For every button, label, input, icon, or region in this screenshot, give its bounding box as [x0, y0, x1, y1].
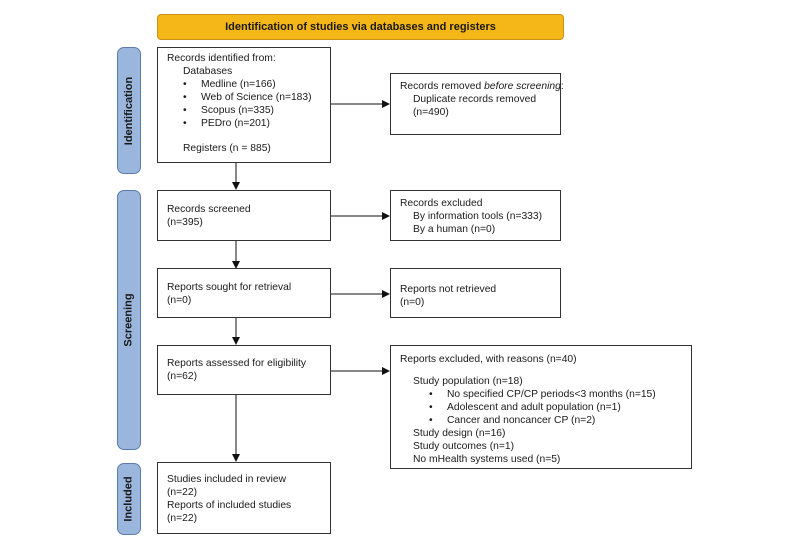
database-item: Web of Science (n=183)	[167, 91, 322, 104]
assessed-count: (n=62)	[167, 371, 198, 382]
reports-included-label: Reports of included studies	[167, 500, 292, 511]
records-excluded-box: Records excluded By information tools (n…	[390, 190, 561, 241]
studies-included-count: (n=22)	[167, 487, 198, 498]
excluded-item: By information tools (n=333)	[413, 211, 543, 222]
duplicate-label: Duplicate records removed	[413, 94, 537, 105]
population-item: Cancer and noncancer CP (n=2)	[400, 414, 683, 427]
records-screened-box: Records screened (n=395)	[157, 190, 331, 241]
study-design: Study design (n=16)	[413, 428, 506, 439]
reports-included-count: (n=22)	[167, 513, 198, 524]
header-title: Identification of studies via databases …	[225, 21, 496, 33]
header-banner: Identification of studies via databases …	[157, 14, 564, 40]
identified-title: Records identified from:	[167, 53, 276, 64]
records-identified-box: Records identified from: Databases Medli…	[157, 47, 331, 163]
records-removed-box: Records removed before screening: Duplic…	[390, 73, 564, 135]
reports-sought-box: Reports sought for retrieval (n=0)	[157, 268, 331, 318]
not-retrieved-title: Reports not retrieved	[400, 284, 497, 295]
database-item: Medline (n=166)	[167, 78, 322, 91]
studies-included-box: Studies included in review (n=22) Report…	[157, 462, 331, 534]
phase-included: Included	[117, 463, 141, 535]
not-retrieved-count: (n=0)	[400, 297, 425, 308]
databases-label: Databases	[183, 66, 233, 77]
study-population: Study population (n=18)	[413, 376, 523, 387]
population-item: Adolescent and adult population (n=1)	[400, 401, 683, 414]
population-item: No specified CP/CP periods<3 months (n=1…	[400, 388, 683, 401]
screened-title: Records screened	[167, 204, 251, 215]
sought-title: Reports sought for retrieval	[167, 282, 292, 293]
assessed-title: Reports assessed for eligibility	[167, 358, 307, 369]
duplicate-count: (n=490)	[413, 107, 449, 118]
registers-count: Registers (n = 885)	[183, 143, 271, 154]
excluded-item: By a human (n=0)	[413, 224, 496, 235]
study-outcomes: Study outcomes (n=1)	[413, 441, 515, 452]
excluded-title: Records excluded	[400, 198, 483, 209]
sought-count: (n=0)	[167, 295, 192, 306]
reports-not-retrieved-box: Reports not retrieved (n=0)	[390, 268, 561, 318]
no-mhealth: No mHealth systems used (n=5)	[413, 454, 561, 465]
database-item: PEDro (n=201)	[167, 117, 322, 130]
screened-count: (n=395)	[167, 217, 203, 228]
phase-screening: Screening	[117, 190, 141, 450]
database-item: Scopus (n=335)	[167, 104, 322, 117]
reports-assessed-box: Reports assessed for eligibility (n=62)	[157, 345, 331, 395]
reports-excluded-box: Reports excluded, with reasons (n=40) St…	[390, 345, 692, 469]
studies-included-label: Studies included in review	[167, 474, 287, 485]
reports-excluded-title: Reports excluded, with reasons (n=40)	[400, 354, 577, 365]
removed-title: Records removed before screening:	[400, 81, 564, 92]
phase-identification: Identification	[117, 47, 141, 174]
